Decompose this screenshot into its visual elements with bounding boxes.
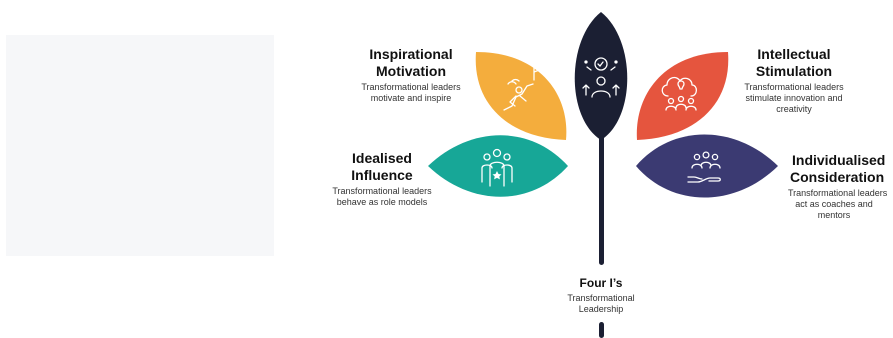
individualised-petal (636, 134, 778, 198)
inspirational-desc-line1: Transformational leaders (361, 82, 461, 92)
center-subtitle-line1: Transformational (567, 293, 635, 303)
center-subtitle-line2: Leadership (578, 304, 624, 314)
hand-holding-people-icon (687, 151, 721, 183)
intellectual-title-line2: Stimulation (755, 63, 833, 79)
idealised-petal (428, 135, 568, 197)
individualised-desc-line1: Transformational leaders (788, 188, 888, 198)
intellectual-desc-line3: creativity (776, 104, 812, 114)
individualised-desc-line3: mentors (817, 210, 851, 220)
individualised-label: Individualised Consideration Transformat… (784, 152, 893, 221)
idealised-desc-line2: behave as role models (336, 197, 428, 207)
idealised-desc-line1: Transformational leaders (332, 186, 432, 196)
intellectual-petal (636, 52, 729, 140)
intellectual-desc-line2: stimulate innovation and (745, 93, 843, 103)
idealised-title-line2: Influence (351, 167, 413, 183)
team-leader-star-icon (481, 148, 513, 187)
stem-upper (599, 130, 604, 265)
idealised-title-line1: Idealised (352, 150, 412, 166)
team-idea-cloud-icon (661, 76, 698, 111)
leader-ideas-icon (582, 57, 620, 98)
inspirational-title-line2: Motivation (376, 63, 446, 79)
climbing-to-flag-icon (503, 65, 543, 111)
center-leaf (574, 12, 628, 140)
stem-lower (599, 322, 604, 338)
image-placeholder (6, 35, 274, 256)
individualised-title-line1: Individualised (792, 152, 886, 168)
inspirational-title-line1: Inspirational (369, 46, 453, 62)
individualised-title-line2: Consideration (790, 169, 885, 185)
intellectual-title-line1: Intellectual (757, 46, 831, 62)
center-title: Four I’s (579, 276, 623, 290)
idealised-label: Idealised Influence Transformational lea… (320, 150, 444, 208)
center-label: Four I’s Transformational Leadership (551, 276, 651, 315)
individualised-desc-line2: act as coaches and (795, 199, 873, 209)
inspirational-petal (475, 52, 567, 140)
inspirational-desc-line2: motivate and inspire (370, 93, 452, 103)
intellectual-label: Intellectual Stimulation Transformationa… (732, 46, 856, 115)
inspirational-label: Inspirational Motivation Transformationa… (346, 46, 476, 104)
intellectual-desc-line1: Transformational leaders (744, 82, 844, 92)
